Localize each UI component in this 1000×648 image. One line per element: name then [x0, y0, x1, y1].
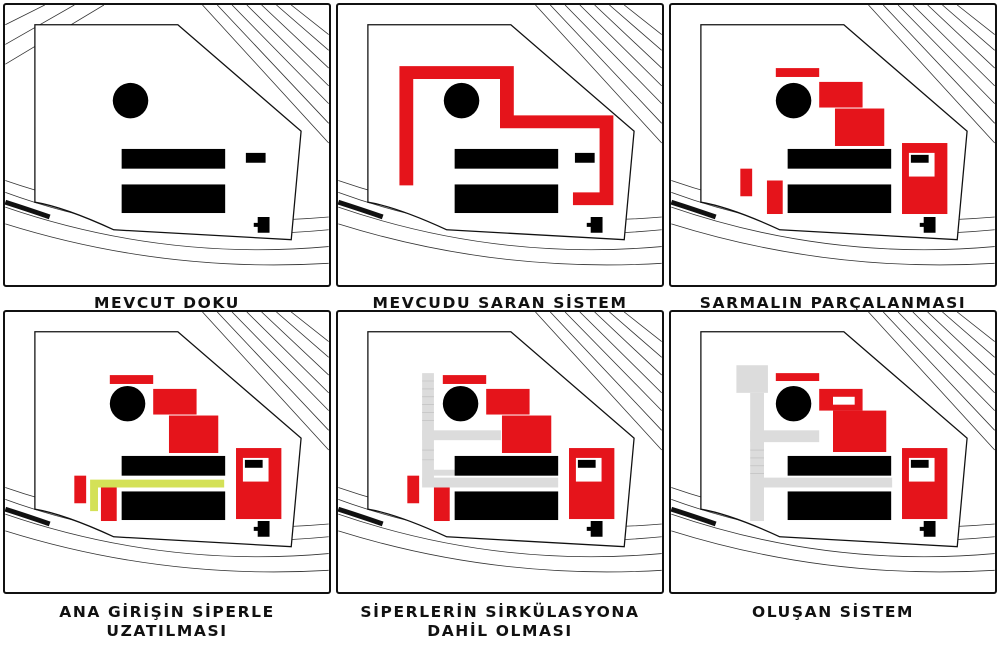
panel-6-title: OLUŞAN SİSTEM [751, 603, 915, 621]
small-structure [245, 152, 266, 163]
wrapping-system [399, 66, 614, 206]
panel-5-title: SİPERLERİN SİRKÜLASYONA DAHİL OLMASI [335, 603, 665, 641]
panel-4-title-line-1: ANA GİRİŞİN SİPERLE [59, 603, 275, 621]
canopy-extension [90, 479, 225, 512]
site-plan-existing [5, 5, 329, 266]
diagram-panel-6 [669, 310, 997, 594]
annex-structure [253, 216, 270, 233]
diagram-panel-4 [3, 310, 331, 594]
diagram-panel-5 [336, 310, 664, 594]
panel-1-title: MEVCUT DOKU [94, 294, 240, 312]
building-block-lower [121, 184, 226, 214]
diagram-panel-1 [3, 3, 331, 287]
building-block-upper [121, 148, 226, 169]
diagram-panel-2 [336, 3, 664, 287]
panel-2-title: MEVCUDU SARAN SİSTEM [372, 294, 628, 312]
site-plan-wrapping-system [338, 5, 662, 266]
dome-building [112, 82, 149, 119]
panel-3-title: SARMALIN PARÇALANMASI [699, 294, 967, 312]
site-plan-fragmentation [671, 5, 995, 266]
site-plan-canopy-extension [5, 312, 329, 573]
site-plan-resulting-system [671, 312, 995, 573]
resulting-circulation [736, 365, 893, 522]
site-boundary [34, 24, 302, 241]
panel-4-title-line-2: UZATILMASI [106, 622, 228, 640]
panel-5-title-line-1: SİPERLERİN SİRKÜLASYONA [360, 603, 640, 621]
diagram-panel-3 [669, 3, 997, 287]
panel-4-title: ANA GİRİŞİN SİPERLE UZATILMASI [2, 603, 332, 641]
site-plan-circulation [338, 312, 662, 573]
panel-5-title-line-2: DAHİL OLMASI [427, 622, 573, 640]
